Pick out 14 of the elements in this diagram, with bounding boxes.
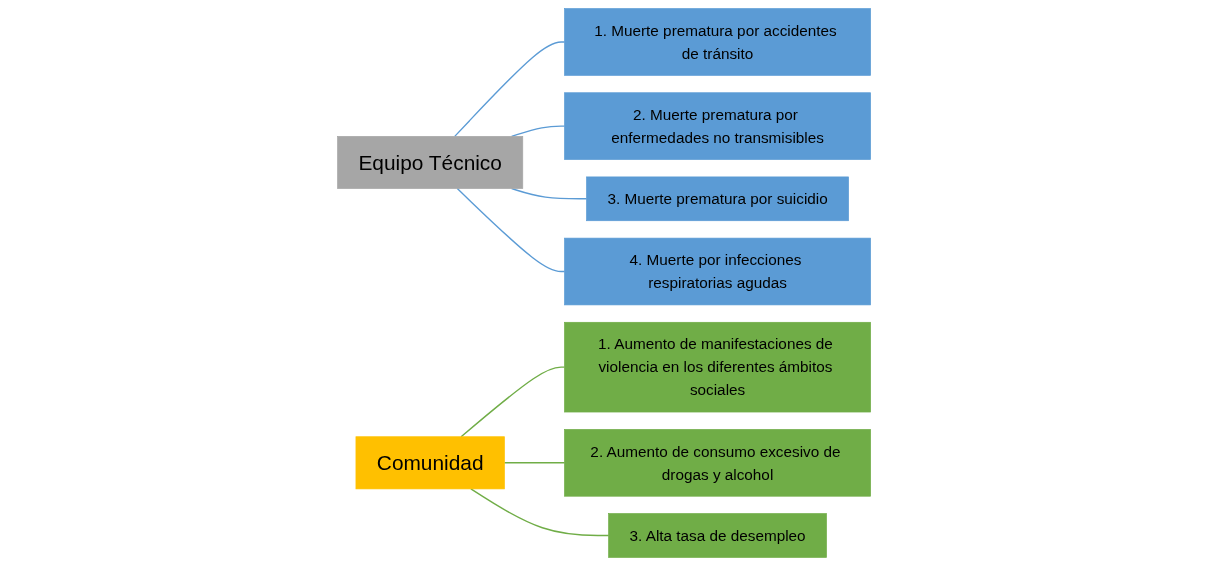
- connector: [460, 365, 566, 437]
- node-box: 2. Aumento de consumo excesivo de drogas y alcohol: [564, 428, 871, 497]
- connector: [470, 487, 610, 536]
- node-box: 4. Muerte por infecciones respiratorias agudas: [564, 237, 871, 305]
- node-box: 1. Muerte prematura por accidentes de tránsito: [564, 7, 871, 76]
- node-box: 1. Aumento de manifestaciones de violencia en los diferentes ámbitos sociales: [564, 321, 871, 412]
- node-box: 3. Alta tasa de desempleo: [608, 512, 827, 558]
- node-box: 3. Muerte prematura por suicidio: [586, 176, 849, 221]
- connector: [456, 187, 566, 272]
- node-box: Equipo Técnico: [337, 135, 524, 189]
- node-box: 2. Muerte prematura por enfermedades no transmisibles: [564, 91, 871, 160]
- connector: [453, 40, 566, 137]
- connector: [503, 461, 566, 463]
- node-box: Comunidad: [355, 435, 505, 489]
